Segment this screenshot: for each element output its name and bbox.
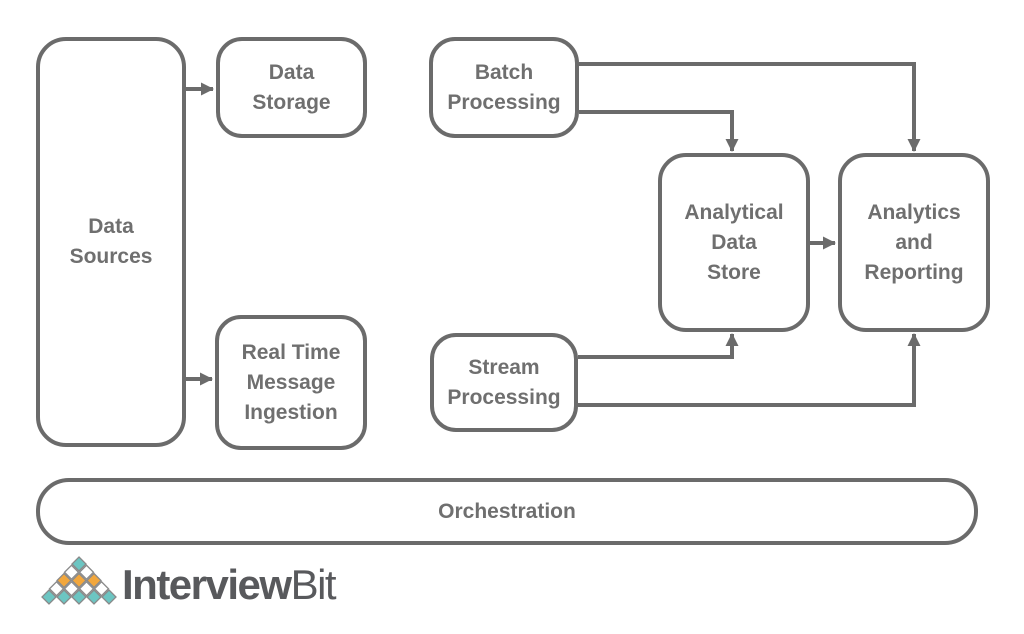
node-real-time-message-ingestion-label: Real Time Message Ingestion	[241, 340, 341, 424]
pyramid-diamond-white	[78, 580, 95, 597]
pyramid-diamond-teal	[41, 589, 57, 605]
pyramid-diamond-white	[93, 580, 110, 597]
node-analytics-and-reporting-label: Analytics and Reporting	[864, 200, 964, 284]
arrow-batch-processing-to-analytical-data-store	[579, 110, 739, 152]
pyramid-diamond-orange	[56, 572, 72, 589]
node-stream-processing: Stream Processing	[430, 333, 578, 432]
pyramid-diamond-white	[78, 564, 95, 581]
node-data-sources-label: Data Sources	[69, 215, 153, 268]
pyramid-diamond-orange	[71, 572, 87, 589]
pyramid-diamond-teal	[71, 589, 87, 605]
interviewbit-logo-pyramid-icon	[41, 556, 117, 605]
pyramid-diamond-teal	[101, 589, 117, 605]
node-data-storage: Data Storage	[216, 37, 367, 138]
logo-text-interview: Interview	[122, 561, 292, 608]
node-orchestration-label: Orchestration	[438, 499, 576, 523]
arrow-stream-processing-to-analytical-data-store	[578, 333, 739, 359]
node-analytical-data-store: Analytical Data Store	[658, 153, 810, 332]
pyramid-diamond-white	[48, 580, 65, 597]
node-real-time-message-ingestion: Real Time Message Ingestion	[215, 315, 367, 450]
node-analytics-and-reporting: Analytics and Reporting	[838, 153, 990, 332]
pyramid-diamond-white	[63, 580, 80, 597]
arrow-stream-processing-to-analytics-and-reporting	[578, 333, 921, 407]
node-orchestration: Orchestration	[36, 478, 978, 545]
node-batch-processing-label: Batch Processing	[447, 60, 561, 114]
pyramid-diamond-teal	[71, 556, 87, 572]
interviewbit-logo-text: InterviewBit	[122, 561, 337, 608]
node-data-sources: Data Sources	[36, 37, 186, 447]
node-batch-processing: Batch Processing	[429, 37, 579, 138]
pyramid-diamond-teal	[56, 589, 72, 605]
node-stream-processing-label: Stream Processing	[447, 355, 561, 409]
interviewbit-logo: InterviewBit	[40, 554, 340, 618]
arrow-batch-processing-to-analytics-and-reporting	[579, 62, 921, 152]
node-data-storage-label: Data Storage	[252, 60, 331, 114]
logo-text-bit: Bit	[290, 561, 337, 608]
pyramid-diamond-teal	[86, 589, 102, 605]
pyramid-diamond-white	[63, 564, 80, 581]
node-analytical-data-store-label: Analytical Data Store	[684, 200, 784, 284]
pyramid-diamond-orange	[86, 572, 102, 589]
